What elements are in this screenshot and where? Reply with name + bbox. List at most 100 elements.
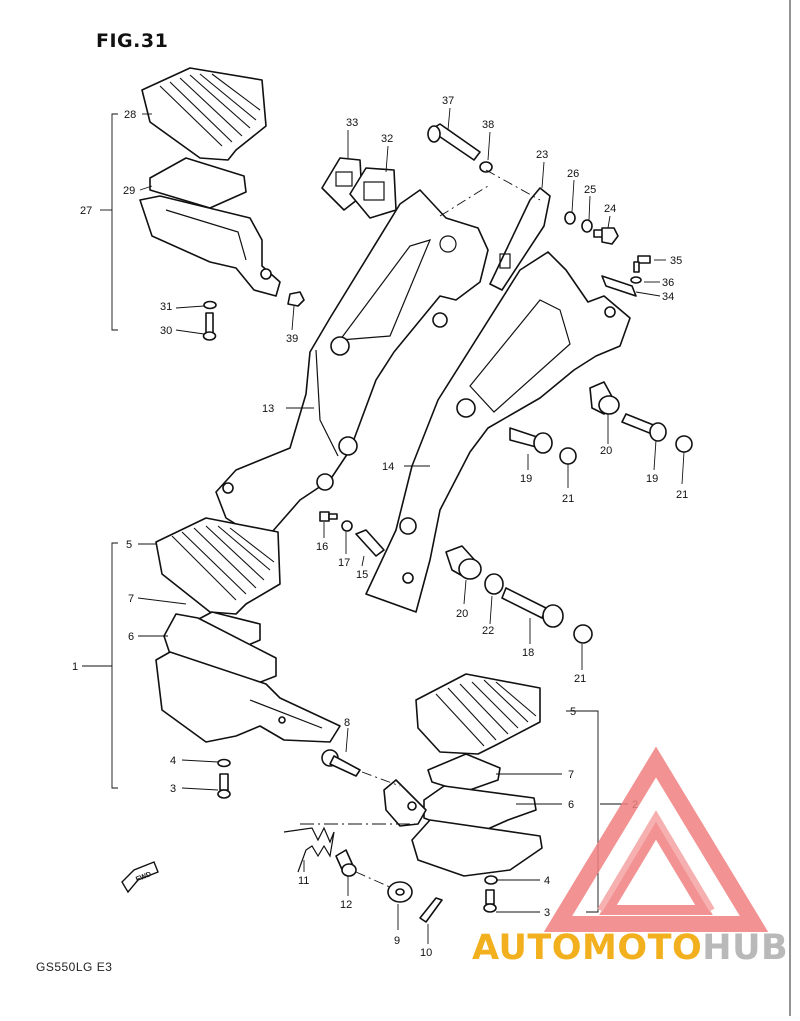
plate-7b — [427, 753, 501, 793]
washer-31 — [203, 300, 217, 310]
collar-12 — [335, 849, 357, 877]
callout-9: 9 — [394, 935, 400, 947]
figure-title: FIG.31 — [96, 30, 169, 52]
watermark-brand-a: AUTOMOTO — [472, 928, 703, 968]
footrest-rubber-5a — [155, 517, 281, 615]
watermark-brand: AUTOMOTOHUB — [472, 928, 788, 968]
callout-20b: 20 — [456, 608, 468, 620]
callout-5a: 5 — [126, 539, 132, 551]
callout-36: 36 — [662, 277, 674, 289]
callout-3a: 3 — [170, 783, 176, 795]
bracket-14 — [365, 251, 631, 613]
callout-32: 32 — [381, 133, 393, 145]
callout-31: 31 — [160, 301, 172, 313]
callout-37: 37 — [442, 95, 454, 107]
callout-33: 33 — [346, 117, 358, 129]
footrest-assembly-right — [383, 673, 543, 877]
callout-38: 38 — [482, 119, 494, 131]
bolt-3b — [483, 889, 497, 913]
watermark-brand-b: HUB — [702, 928, 789, 968]
callout-19a: 19 — [520, 473, 532, 485]
washer-38 — [479, 161, 493, 173]
spacer-20a — [589, 381, 620, 415]
washer-22 — [484, 573, 504, 595]
leader-lines — [82, 107, 685, 944]
footrest-assembly-top — [139, 67, 281, 297]
callout-1: 1 — [72, 661, 78, 673]
footrest-bracket-right — [411, 819, 543, 877]
callout-30: 30 — [160, 325, 172, 337]
callout-21a: 21 — [562, 493, 574, 505]
cap-21b — [675, 435, 693, 453]
callout-10: 10 — [420, 947, 432, 959]
bolt-16 — [319, 511, 338, 522]
callout-29: 29 — [123, 185, 135, 197]
callout-25: 25 — [584, 184, 596, 196]
bolt-19a — [509, 427, 553, 454]
bolt-3a — [217, 773, 231, 799]
footrest-plate-29 — [149, 157, 247, 209]
callout-3b: 3 — [544, 907, 550, 919]
callout-6b: 6 — [568, 799, 574, 811]
spacer-20b — [445, 545, 482, 580]
footrest-rubber-28 — [141, 67, 267, 161]
group-bracket-27 — [111, 113, 118, 331]
bracket-14-body — [365, 251, 631, 613]
bolt-30 — [202, 312, 217, 341]
bolt-35 — [633, 255, 651, 273]
group-bracket-1 — [111, 542, 118, 789]
washer-26 — [564, 211, 576, 225]
clip-34 — [601, 275, 637, 297]
washer-4a — [217, 758, 231, 768]
model-code: GS550LG E3 — [36, 960, 113, 974]
cap-21a — [559, 447, 577, 465]
footrest-bracket-top — [139, 195, 281, 297]
callout-39: 39 — [286, 333, 298, 345]
watermark-logo — [543, 746, 769, 932]
callout-17: 17 — [338, 557, 350, 569]
bolt-37 — [427, 123, 481, 161]
callout-12: 12 — [340, 899, 352, 911]
callout-20a: 20 — [600, 445, 612, 457]
callout-18: 18 — [522, 647, 534, 659]
washer-25 — [581, 219, 593, 233]
callout-23: 23 — [536, 149, 548, 161]
bolt-18 — [501, 587, 564, 628]
callout-34: 34 — [662, 291, 674, 303]
washer-36 — [630, 276, 642, 284]
spring-11 — [283, 826, 335, 873]
callout-21b: 21 — [676, 489, 688, 501]
callout-15: 15 — [356, 569, 368, 581]
cap-21c — [573, 624, 593, 644]
bolt-24 — [593, 227, 619, 245]
callout-7b: 7 — [568, 769, 574, 781]
pedal-lever — [383, 779, 427, 827]
callout-24: 24 — [604, 203, 616, 215]
washer-17 — [341, 520, 353, 532]
nut-39 — [287, 291, 305, 307]
callout-19b: 19 — [646, 473, 658, 485]
callout-11: 11 — [298, 875, 309, 887]
fwd-arrow-icon: FWD — [121, 861, 159, 894]
bracket-13 — [215, 189, 489, 535]
callout-7a: 7 — [128, 593, 134, 605]
callout-35: 35 — [670, 255, 682, 267]
callout-13: 13 — [262, 403, 274, 415]
group-bracket-2 — [586, 710, 599, 913]
callout-5b: 5 — [570, 706, 576, 718]
pad-32 — [349, 167, 397, 219]
callout-26: 26 — [567, 168, 579, 180]
plate-23 — [489, 187, 551, 291]
callout-16: 16 — [316, 541, 328, 553]
callout-8: 8 — [344, 717, 350, 729]
footrest-assembly-left — [155, 517, 341, 743]
callout-21c: 21 — [574, 673, 586, 685]
washer-4b — [484, 875, 498, 885]
footrest-rubber-5b — [415, 673, 541, 755]
bracket-13-body — [215, 189, 489, 535]
callout-27: 27 — [80, 205, 92, 217]
bolt-19b — [621, 413, 667, 442]
pin-8 — [321, 749, 361, 777]
callout-6a: 6 — [128, 631, 134, 643]
